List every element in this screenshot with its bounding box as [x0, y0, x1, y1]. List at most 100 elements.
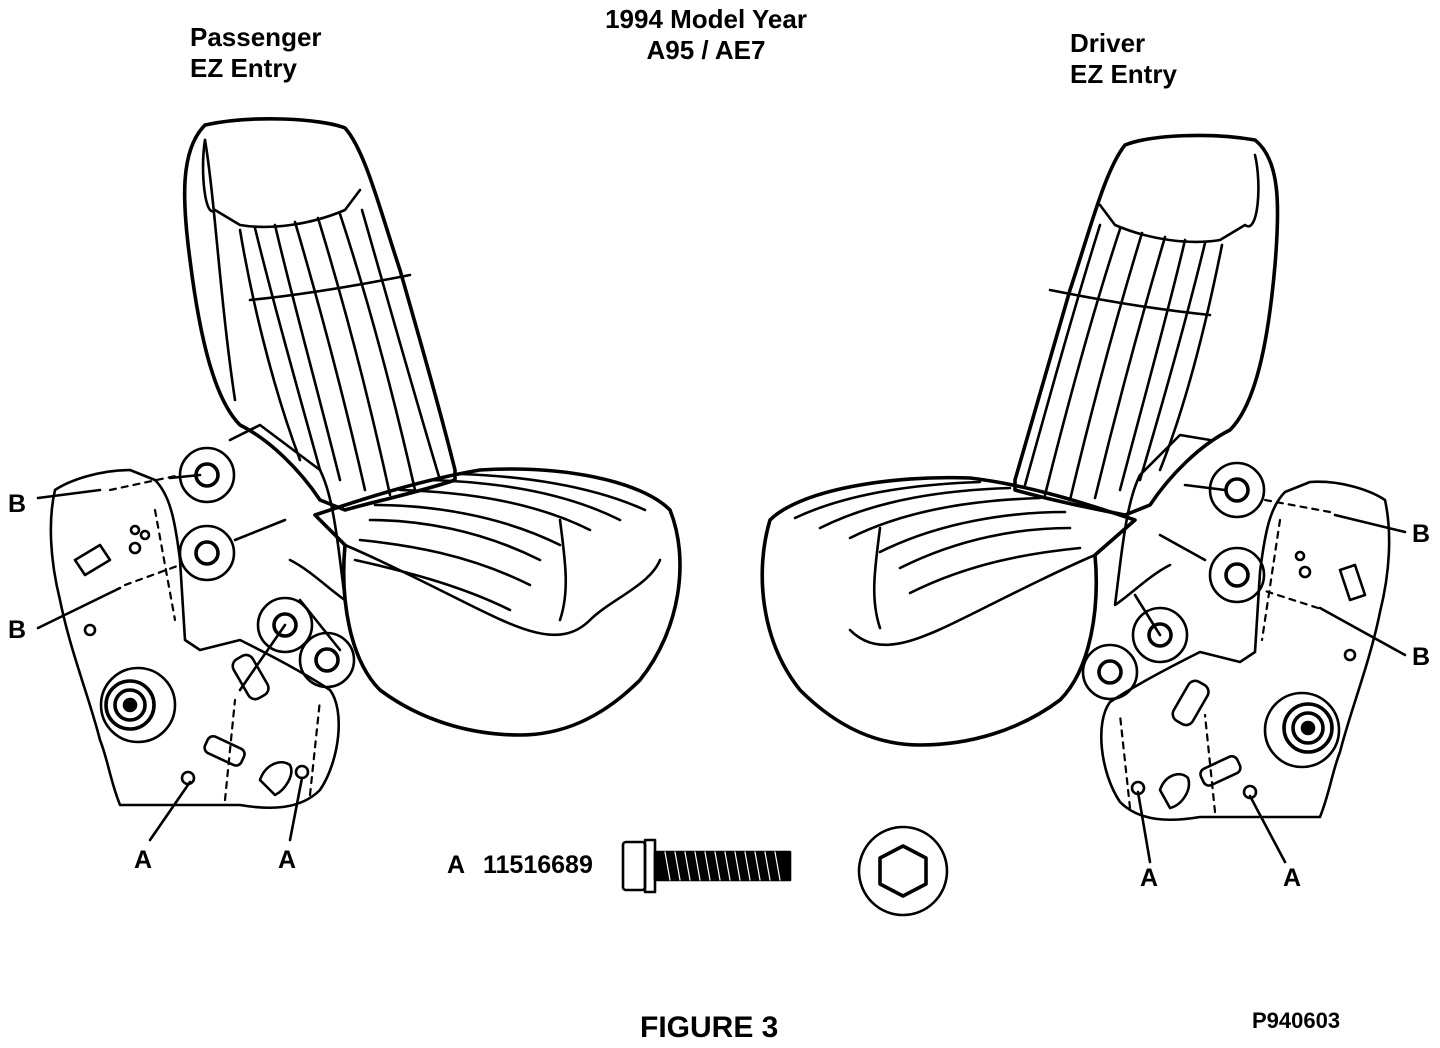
passenger-pleat: [338, 212, 417, 492]
driver-cushion-rib: [848, 496, 1042, 540]
passenger-spring-coil: [113, 688, 147, 722]
figure-caption: FIGURE 3: [640, 1011, 779, 1044]
driver-alignment-line: [1260, 588, 1320, 610]
driver-spring: [1263, 691, 1341, 769]
driver-recliner-plate: [1100, 480, 1391, 822]
title-line-1: 1994 Model Year: [605, 4, 807, 34]
driver-pleat: [1138, 241, 1207, 482]
passenger-alignment-line: [308, 698, 322, 797]
passenger-pleat: [293, 220, 367, 492]
driver-spring-coil: [1291, 711, 1325, 745]
driver-callout-a-left: A: [1140, 864, 1159, 892]
driver-washer: [1208, 546, 1266, 604]
passenger-pleat: [316, 216, 392, 497]
passenger-leader-washer: [233, 518, 287, 542]
passenger-hole: [128, 541, 142, 555]
driver-alignment-line: [1263, 498, 1332, 514]
driver-callout-b-upper: B: [1412, 520, 1431, 548]
passenger-alignment-line: [123, 563, 182, 587]
title-line-2: A95 / AE7: [646, 35, 766, 65]
passenger-cushion-rib: [428, 478, 622, 522]
passenger-seatback-side: [203, 138, 237, 402]
passenger-seatback-headrest-line: [201, 138, 362, 229]
driver-washer: [1131, 606, 1189, 664]
driver-slot: [1338, 563, 1367, 602]
driver-alignment-line: [1203, 713, 1217, 814]
passenger-callout-b-upper: B: [8, 490, 27, 518]
passenger-seatback-crossline: [248, 273, 412, 302]
passenger-callout-a-left: A: [134, 846, 153, 874]
passenger-leader-b1: [36, 488, 102, 500]
driver-callout-b-lower: B: [1412, 643, 1431, 671]
driver-washer: [1081, 643, 1139, 701]
diagram-title: 1994 Model Year A95 / AE7: [596, 4, 816, 66]
passenger-hole: [139, 529, 151, 541]
passenger-cushion-front: [343, 543, 592, 637]
passenger-callout-b-lower: B: [8, 616, 27, 644]
passenger-washer: [256, 596, 314, 654]
passenger-washer-inner: [194, 540, 220, 566]
passenger-leader-b2: [36, 586, 122, 630]
driver-label: Driver EZ Entry: [1070, 28, 1177, 90]
passenger-spring-coil: [122, 697, 138, 713]
passenger-slot: [73, 543, 112, 577]
driver-pleat: [1158, 243, 1224, 472]
passenger-cushion-rib: [358, 538, 532, 587]
driver-lower-slot: [1158, 773, 1191, 810]
driver-washer: [1208, 461, 1266, 519]
bolt-detail: [621, 825, 949, 917]
passenger-cushion-outline: [313, 467, 682, 737]
driver-leader-b1: [1333, 513, 1407, 534]
driver-hole: [1298, 565, 1312, 579]
driver-seatback-outline: [1013, 133, 1280, 517]
passenger-label: Passenger EZ Entry: [190, 22, 322, 84]
driver-pleat: [1118, 238, 1187, 492]
passenger-cushion-rib: [353, 558, 512, 612]
bolt-head: [621, 840, 647, 892]
passenger-cushion-rib: [398, 488, 592, 532]
passenger-leader-washer: [238, 623, 287, 692]
passenger-recliner-plate: [49, 468, 340, 810]
nut-hex: [878, 844, 928, 898]
driver-leader-a2: [1248, 794, 1287, 864]
figure-id: P940603: [1252, 1008, 1341, 1033]
driver-callout-a-right: A: [1283, 864, 1302, 892]
passenger-bolt-hole: [180, 770, 196, 786]
driver-leader-b2: [1318, 606, 1407, 657]
passenger-washer-inner: [314, 647, 340, 673]
driver-cushion-rib: [898, 526, 1072, 570]
passenger-pleat: [360, 208, 442, 482]
passenger-leader-a1: [148, 780, 192, 842]
passenger-washer: [178, 524, 236, 582]
driver-leader-washer: [1133, 593, 1162, 637]
part-callout-letter: A: [447, 851, 466, 879]
passenger-cushion-rib: [458, 472, 647, 512]
driver-washer-inner: [1224, 477, 1250, 503]
passenger-washer-inner: [272, 612, 298, 638]
passenger-label-line-2: EZ Entry: [190, 53, 297, 83]
driver-cushion-front: [848, 553, 1097, 647]
passenger-washer: [178, 446, 236, 504]
driver-pleat: [1023, 223, 1102, 487]
driver-seatback-headrest-line: [1098, 153, 1260, 244]
driver-pleat: [1043, 227, 1122, 497]
driver-cushion-outline: [760, 475, 1137, 747]
passenger-link: [231, 653, 270, 701]
driver-label-line-1: Driver: [1070, 28, 1146, 58]
passenger-hole: [83, 623, 97, 637]
driver-pleat: [1068, 231, 1144, 502]
driver-washer-inner: [1097, 659, 1123, 685]
passenger-cushion-cross: [558, 518, 568, 622]
driver-seatback-crossline: [1048, 288, 1212, 317]
bolt-flange: [643, 838, 657, 894]
passenger-callout-a-right: A: [278, 846, 297, 874]
passenger-cushion-rib: [373, 503, 562, 547]
driver-hole: [1343, 648, 1357, 662]
passenger-hole: [129, 524, 141, 536]
driver-hole: [1294, 550, 1306, 562]
passenger-lower-slot: [258, 760, 293, 797]
driver-link: [1171, 679, 1210, 727]
driver-alignment-line: [1118, 713, 1132, 810]
driver-leader-a1: [1136, 790, 1152, 864]
